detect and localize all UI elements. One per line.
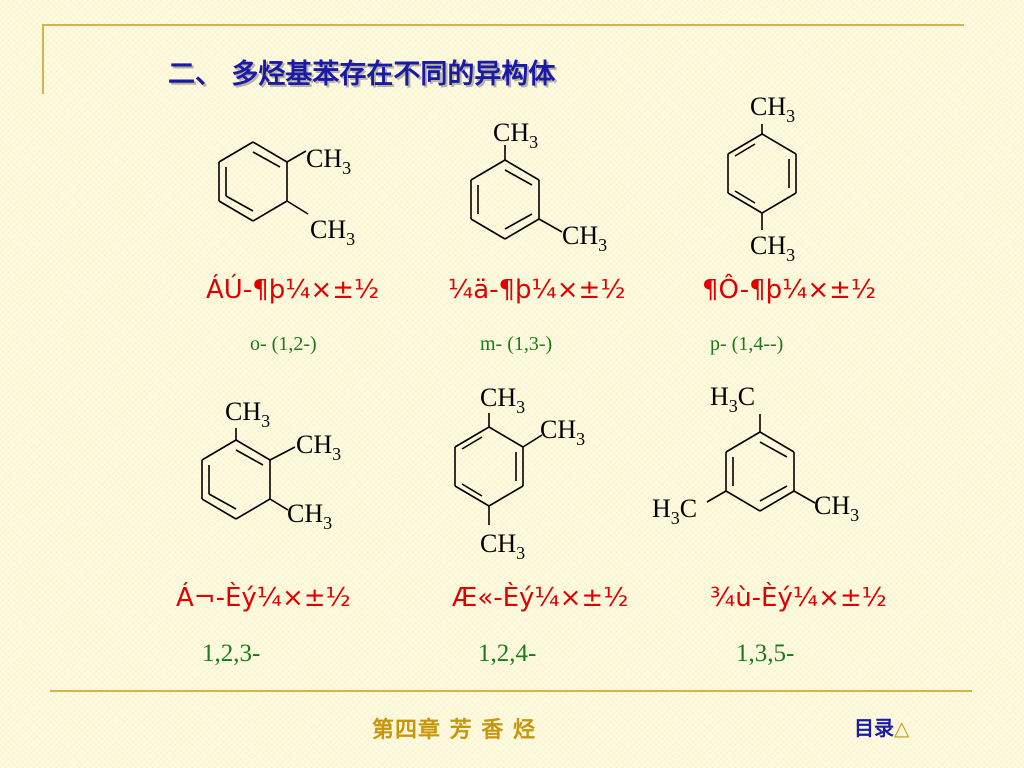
ch3-label: CH3 (493, 118, 538, 152)
ch3-label: CH3 (306, 144, 351, 178)
h3c-label: H3C (710, 382, 755, 416)
ch3-label: CH3 (540, 415, 585, 449)
name-para-xylene: ¶Ô-¶þ¼×±½ (702, 275, 877, 305)
position-135: 1,3,5- (736, 640, 795, 667)
ch3-label: CH3 (750, 231, 795, 265)
ch3-label: CH3 (750, 92, 795, 126)
slide-title: 二、 多烃基苯存在不同的异构体 (168, 59, 556, 90)
position-ortho: o- (1,2-) (250, 333, 317, 355)
footer-rule (50, 690, 972, 692)
h3c-label: H3C (652, 494, 697, 528)
structure-para-xylene: CH3 CH3 (727, 92, 797, 265)
ch3-label: CH3 (296, 430, 341, 464)
ch3-label: CH3 (287, 499, 332, 533)
name-123-trimethylbenzene: Á¬-Èý¼×±½ (176, 583, 351, 613)
name-ortho-xylene: ÁÚ-¶þ¼×±½ (206, 275, 380, 305)
toc-link[interactable]: 目录△ (854, 712, 909, 741)
position-124: 1,2,4- (478, 640, 537, 667)
structure-meta-xylene: CH3 CH3 (470, 118, 607, 255)
ch3-label: CH3 (225, 397, 270, 431)
structure-ortho-xylene: CH3 CH3 (218, 141, 355, 249)
position-para: p- (1,4--) (710, 333, 784, 355)
toc-link-label: 目录 (854, 716, 894, 740)
ch3-label: CH3 (480, 383, 525, 417)
frame-left-rule (42, 24, 44, 94)
structure-123-trimethylbenzene: CH3 CH3 CH3 (201, 397, 341, 533)
ch3-label: CH3 (480, 529, 525, 563)
name-meta-xylene: ¼ä-¶þ¼×±½ (448, 275, 626, 305)
footer-chapter-title: 第四章 芳 香 烃 (372, 718, 536, 743)
position-123: 1,2,3- (202, 640, 261, 667)
position-meta: m- (1,3-) (480, 333, 553, 355)
triangle-icon: △ (894, 716, 910, 740)
structure-135-trimethylbenzene: H3C CH3 H3C (652, 382, 859, 528)
structure-124-trimethylbenzene: CH3 CH3 CH3 (454, 383, 585, 563)
ch3-label: CH3 (814, 491, 859, 525)
ch3-label: CH3 (310, 215, 355, 249)
frame-top-rule (42, 24, 964, 26)
ch3-label: CH3 (562, 221, 607, 255)
name-124-trimethylbenzene: Æ«-Èý¼×±½ (452, 583, 629, 613)
name-135-trimethylbenzene: ¾ù-Èý¼×±½ (710, 583, 887, 613)
